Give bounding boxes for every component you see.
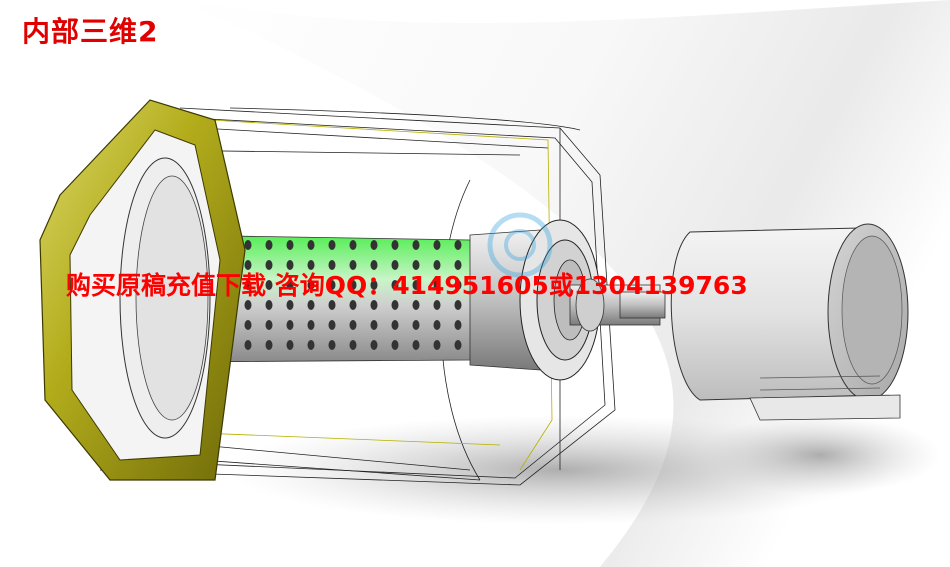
drum-hole: [286, 260, 294, 270]
drum-hole: [433, 260, 441, 270]
drum-hole: [244, 240, 252, 250]
drum-hole: [391, 240, 399, 250]
drum-hole: [433, 340, 441, 350]
drum-hole: [286, 300, 294, 310]
logo-watermark: [487, 212, 553, 278]
drum-hole: [328, 340, 336, 350]
drum-hole: [244, 260, 252, 270]
drum-hole: [286, 240, 294, 250]
page-title: 内部三维2: [22, 15, 159, 48]
yellow-square-flange: [39, 99, 246, 481]
drum-hole: [265, 260, 273, 270]
drum-hole: [433, 300, 441, 310]
drum-hole: [349, 280, 357, 290]
drum-hole: [244, 340, 252, 350]
watermark-text: 购买原稿充值下载 咨询QQ：414951605或1304139763: [66, 271, 748, 300]
drum-hole: [265, 240, 273, 250]
drum-hole: [412, 260, 420, 270]
drum-hole: [328, 240, 336, 250]
drum-hole: [412, 320, 420, 330]
drum-hole: [412, 340, 420, 350]
drum-hole: [370, 340, 378, 350]
drum-hole: [307, 280, 315, 290]
drum-hole: [286, 340, 294, 350]
drum-hole: [412, 240, 420, 250]
drum-hole: [370, 240, 378, 250]
drum-hole: [391, 340, 399, 350]
drum-hole: [370, 280, 378, 290]
drum-hole: [265, 320, 273, 330]
drum-hole: [244, 320, 252, 330]
drum-hole: [307, 320, 315, 330]
drum-hole: [412, 280, 420, 290]
drum-hole: [307, 260, 315, 270]
drum-hole: [391, 320, 399, 330]
drum-hole: [454, 240, 462, 250]
drum-hole: [265, 280, 273, 290]
drum-hole: [433, 240, 441, 250]
drum-hole: [454, 260, 462, 270]
drum-hole: [265, 300, 273, 310]
drum-hole: [433, 280, 441, 290]
drum-hole: [454, 340, 462, 350]
drum-hole: [328, 280, 336, 290]
drum-hole: [307, 340, 315, 350]
drum-hole: [349, 240, 357, 250]
drum-hole: [307, 240, 315, 250]
drum-hole: [454, 300, 462, 310]
drum-hole: [328, 320, 336, 330]
cylindrical-motor: [670, 223, 909, 421]
drum-hole: [349, 340, 357, 350]
drum-hole: [286, 320, 294, 330]
drum-hole: [454, 320, 462, 330]
drum-hole: [328, 300, 336, 310]
drum-hole: [391, 300, 399, 310]
motor-shadow: [700, 415, 940, 495]
drum-hole: [391, 260, 399, 270]
drum-hole: [244, 280, 252, 290]
drum-hole: [286, 280, 294, 290]
drum-hole: [454, 280, 462, 290]
drum-hole: [349, 300, 357, 310]
drum-hole: [391, 280, 399, 290]
drum-hole: [244, 300, 252, 310]
drum-hole: [433, 320, 441, 330]
drum-hole: [349, 320, 357, 330]
shaft-bearing: [469, 219, 666, 381]
drum-hole: [412, 300, 420, 310]
drum-hole: [370, 260, 378, 270]
drum-hole: [370, 320, 378, 330]
drum-hole: [349, 260, 357, 270]
drum-hole: [328, 260, 336, 270]
drum-hole: [370, 300, 378, 310]
drum-hole: [307, 300, 315, 310]
drum-hole: [265, 340, 273, 350]
